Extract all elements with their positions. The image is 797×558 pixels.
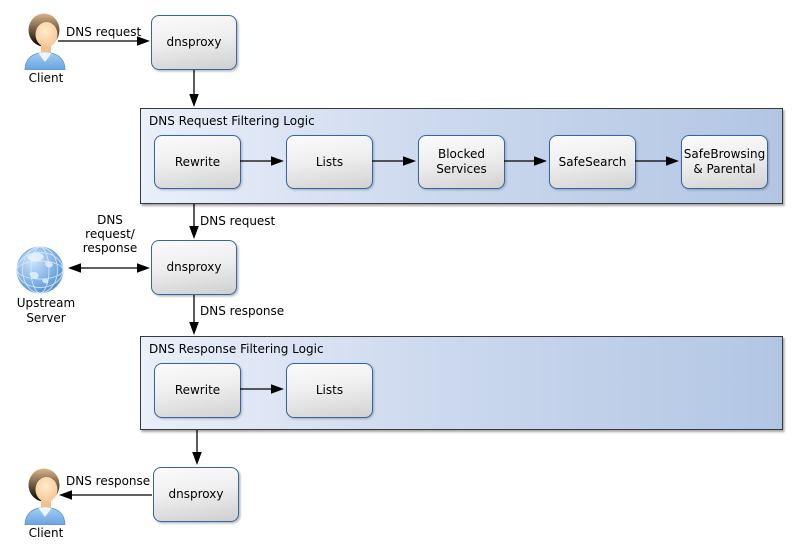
arrowhead xyxy=(189,94,199,107)
group-title-response-filtering: DNS Response Filtering Logic xyxy=(149,342,324,356)
client-top-label: Client xyxy=(28,71,64,85)
upstream-server-globe-icon xyxy=(15,245,65,295)
step-rewrite-response: Rewrite xyxy=(154,363,241,418)
arrowhead xyxy=(68,263,81,273)
step-label: Lists xyxy=(315,383,344,397)
step-rewrite-request: Rewrite xyxy=(154,135,241,189)
group-dns-response-filtering: DNS Response Filtering Logic Rewrite Lis… xyxy=(140,336,783,430)
arrowhead xyxy=(137,263,150,273)
step-label: Rewrite xyxy=(174,383,221,397)
group-dns-request-filtering: DNS Request Filtering Logic Rewrite List… xyxy=(140,108,783,204)
node-dnsproxy-middle: dnsproxy xyxy=(151,240,237,295)
step-label: Blocked Services xyxy=(436,147,487,176)
edge-label-dns-response-bottom: DNS response xyxy=(66,474,151,488)
step-label: Rewrite xyxy=(174,154,221,169)
step-lists-response: Lists xyxy=(286,363,373,418)
step-label: SafeBrowsing & Parental xyxy=(683,147,766,176)
node-dnsproxy-bottom: dnsproxy xyxy=(153,467,239,522)
upstream-server-label: Upstream Server xyxy=(16,296,76,325)
arrowhead xyxy=(189,226,199,239)
step-lists-request: Lists xyxy=(286,135,373,189)
node-dnsproxy-top: dnsproxy xyxy=(151,15,237,70)
client-bottom-person-icon xyxy=(22,467,68,526)
step-blocked-services: Blocked Services xyxy=(418,135,505,189)
step-safebrowsing-parental: SafeBrowsing & Parental xyxy=(681,135,768,189)
edge-label-upstream-exchange: DNS request/ response xyxy=(82,213,138,255)
group-title-request-filtering: DNS Request Filtering Logic xyxy=(149,114,315,128)
step-label: SafeSearch xyxy=(558,154,627,169)
client-bottom-label: Client xyxy=(28,526,64,540)
step-label: Lists xyxy=(315,154,344,169)
client-top-person-icon xyxy=(22,12,68,71)
edge-label-dns-request-mid: DNS request xyxy=(200,214,276,228)
node-label: dnsproxy xyxy=(166,35,222,49)
node-label: dnsproxy xyxy=(166,260,222,274)
node-label: dnsproxy xyxy=(168,487,224,501)
edge-label-dns-request-top: DNS request xyxy=(66,25,142,39)
edge-label-dns-response-mid: DNS response xyxy=(200,304,285,318)
arrowhead xyxy=(189,322,199,335)
step-safesearch: SafeSearch xyxy=(549,135,636,189)
arrowhead xyxy=(192,452,202,465)
